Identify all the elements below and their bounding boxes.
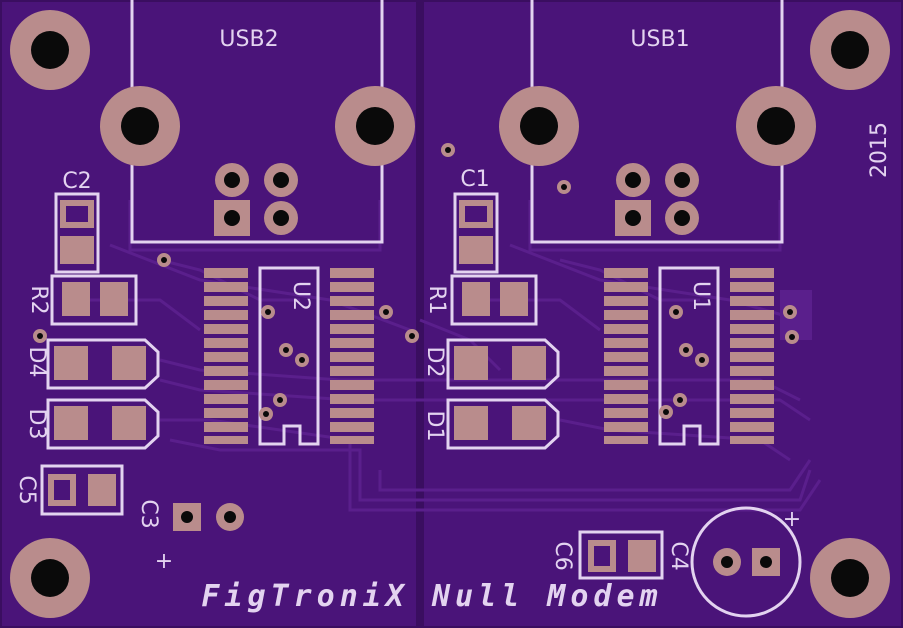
u2-pads-left — [204, 268, 248, 444]
capacitor-c5: C5 — [14, 464, 124, 516]
usb1-connector: USB1 — [499, 0, 816, 244]
year-label: 2015 — [867, 122, 892, 178]
resistor-r1: R1 — [424, 274, 538, 326]
d2-label: D2 — [422, 347, 447, 378]
usb2-label: USB2 — [219, 27, 278, 52]
c1-label: C1 — [460, 167, 489, 192]
u1-pads-left — [604, 268, 648, 444]
c6-label: C6 — [550, 541, 575, 570]
capacitor-c4: C4 + — [666, 506, 802, 618]
chip-u1: U1 — [604, 266, 774, 446]
capacitor-c2: C2 — [54, 169, 100, 274]
diode-d4: D4 — [24, 338, 160, 390]
u2-pads-right — [330, 268, 374, 444]
c5-label: C5 — [14, 475, 39, 504]
usb1-label: USB1 — [630, 27, 689, 52]
usb2-connector: USB2 — [100, 0, 415, 244]
mounting-holes — [10, 10, 890, 618]
c4-label: C4 — [666, 541, 691, 570]
chip-u2: U2 — [204, 266, 374, 446]
board-title: FigTroniX Null Modem — [201, 579, 662, 614]
capacitor-c6: C6 — [550, 530, 664, 580]
r2-label: R2 — [26, 285, 51, 314]
d4-label: D4 — [24, 347, 49, 378]
capacitor-c3: C3 + — [136, 499, 244, 574]
c3-label: C3 — [136, 499, 161, 528]
c3-plus-mark: + — [155, 549, 173, 574]
vias — [33, 143, 799, 421]
capacitor-c1: C1 — [453, 167, 499, 274]
d3-label: D3 — [24, 409, 49, 440]
r1-label: R1 — [424, 285, 449, 314]
u2-label: U2 — [288, 281, 313, 311]
resistor-r2: R2 — [26, 274, 138, 326]
diode-d1: D1 — [422, 398, 560, 450]
diode-d2: D2 — [422, 338, 560, 390]
d1-label: D1 — [422, 411, 447, 442]
c4-plus-mark: + — [783, 507, 801, 532]
c2-label: C2 — [62, 169, 91, 194]
u1-label: U1 — [688, 281, 713, 311]
diode-d3: D3 — [24, 398, 160, 450]
u1-pads-right — [730, 268, 774, 444]
